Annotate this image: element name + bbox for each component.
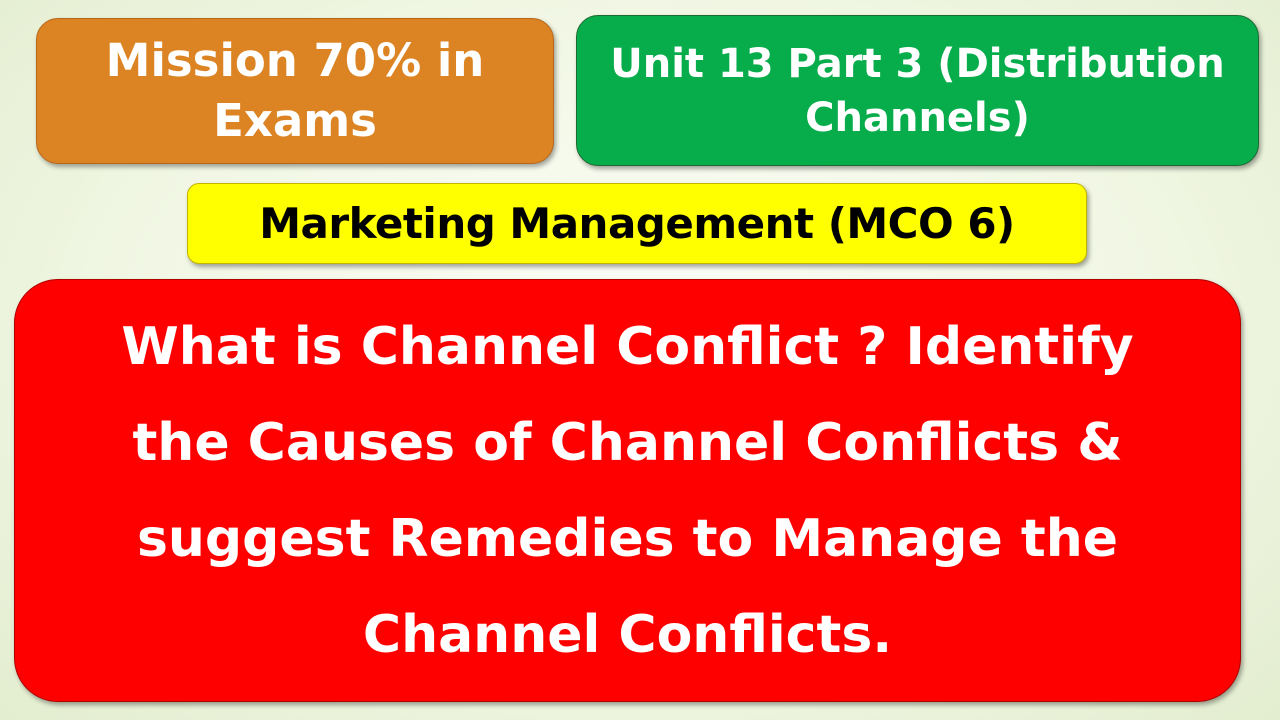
subject-title: Marketing Management (MCO 6) bbox=[259, 198, 1015, 248]
unit-banner: Unit 13 Part 3 (Distribution Channels) bbox=[576, 15, 1259, 166]
mission-line-2: Exams bbox=[213, 94, 377, 147]
subject-banner: Marketing Management (MCO 6) bbox=[187, 183, 1087, 264]
question-line-1: What is Channel Conflict ? Identify bbox=[121, 316, 1134, 377]
mission-banner: Mission 70% in Exams bbox=[36, 18, 554, 164]
unit-line-1: Unit 13 Part 3 (Distribution bbox=[610, 40, 1225, 87]
mission-line-1: Mission 70% in bbox=[105, 34, 485, 87]
mission-text: Mission 70% in Exams bbox=[106, 31, 485, 151]
question-text: What is Channel Conflict ? Identify the … bbox=[121, 299, 1133, 683]
question-panel: What is Channel Conflict ? Identify the … bbox=[14, 279, 1241, 702]
unit-line-2: Channels) bbox=[805, 94, 1030, 141]
question-line-3: suggest Remedies to Manage the bbox=[136, 508, 1119, 569]
question-line-4: Channel Conflicts. bbox=[362, 604, 893, 665]
unit-text: Unit 13 Part 3 (Distribution Channels) bbox=[610, 37, 1225, 145]
question-line-2: the Causes of Channel Conflicts & bbox=[132, 412, 1123, 473]
